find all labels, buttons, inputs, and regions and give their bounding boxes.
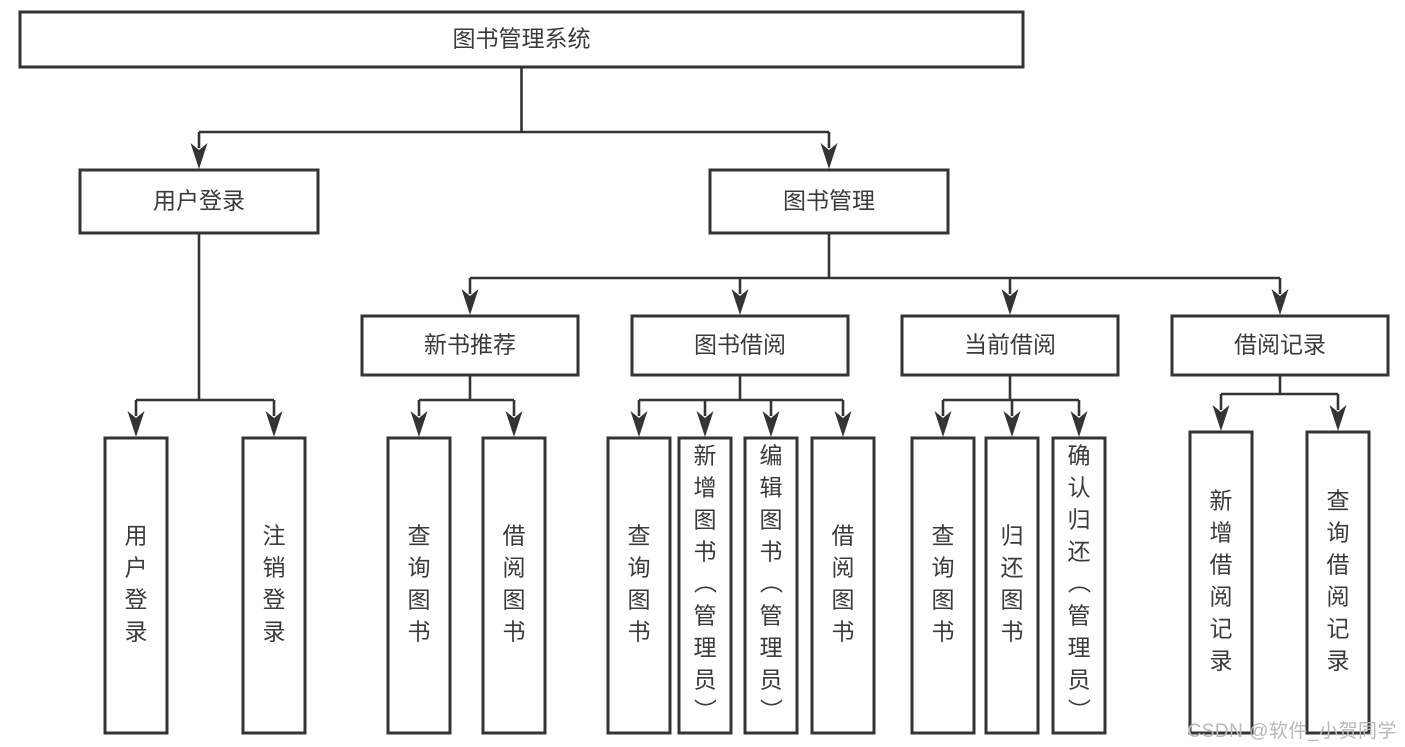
node-box <box>386 436 452 735</box>
node-label: 查询图书 <box>932 523 955 645</box>
node-l3-borrow-record[interactable]: 借阅记录 <box>1170 314 1390 377</box>
node-label: 借阅图书 <box>503 523 526 645</box>
node-leaf-query-book-1[interactable]: 查询图书 <box>386 436 452 735</box>
node-label: 归还图书 <box>1001 523 1024 645</box>
node-box <box>910 436 976 735</box>
arrow-head-icon <box>127 411 145 437</box>
arrow-head-icon <box>1271 289 1289 315</box>
node-label: 新书推荐 <box>424 332 516 358</box>
node-box <box>241 436 307 735</box>
node-root[interactable]: 图书管理系统 <box>18 10 1025 69</box>
node-label: 当前借阅 <box>964 332 1056 358</box>
node-label: 借阅图书 <box>832 523 855 645</box>
arrow-head-icon <box>762 411 780 437</box>
node-layer: 图书管理系统用户登录图书管理新书推荐图书借阅当前借阅借阅记录用户登录注销登录查询… <box>18 10 1390 735</box>
node-label: 图书管理 <box>783 188 875 214</box>
node-leaf-borrow-book-2[interactable]: 借阅图书 <box>810 436 876 735</box>
node-label: 用户登录 <box>153 188 245 214</box>
node-l3-current-borrow[interactable]: 当前借阅 <box>900 314 1120 377</box>
node-leaf-query-book-2[interactable]: 查询图书 <box>606 436 672 735</box>
node-label: 确认归还（管理员） <box>1068 443 1092 725</box>
node-label: 查询借阅记录 <box>1327 488 1350 674</box>
node-label: 新增借阅记录 <box>1210 488 1233 674</box>
node-leaf-user-login[interactable]: 用户登录 <box>103 436 169 735</box>
node-leaf-query-record[interactable]: 查询借阅记录 <box>1305 430 1371 735</box>
connector-layer <box>127 67 1347 437</box>
node-box <box>1188 430 1254 735</box>
node-l3-book-borrow[interactable]: 图书借阅 <box>630 314 850 377</box>
node-label: 新增图书（管理员） <box>694 443 718 725</box>
arrow-head-icon <box>461 289 479 315</box>
node-l3-new-book-rec[interactable]: 新书推荐 <box>360 314 580 377</box>
node-box <box>630 314 850 377</box>
arrow-head-icon <box>1001 289 1019 315</box>
node-box <box>103 436 169 735</box>
node-l2-book-manage[interactable]: 图书管理 <box>708 168 950 235</box>
node-label: 图书借阅 <box>694 332 786 358</box>
node-leaf-edit-book[interactable]: 编辑图书（管理员） <box>743 436 799 735</box>
node-box <box>78 168 320 235</box>
node-box <box>1305 430 1371 735</box>
arrow-head-icon <box>1003 411 1021 437</box>
arrow-head-icon <box>265 411 283 437</box>
arrow-head-icon <box>410 411 428 437</box>
node-label: 用户登录 <box>125 523 148 645</box>
node-box <box>743 436 799 735</box>
arrow-head-icon <box>1070 411 1088 437</box>
arrow-head-icon <box>731 289 749 315</box>
node-leaf-add-book[interactable]: 新增图书（管理员） <box>677 436 733 735</box>
node-box <box>900 314 1120 377</box>
node-label: 图书管理系统 <box>453 26 591 52</box>
node-label: 注销登录 <box>263 523 286 645</box>
node-label: 借阅记录 <box>1234 332 1326 358</box>
arrow-head-icon <box>834 411 852 437</box>
node-label: 查询图书 <box>628 523 651 645</box>
arrow-head-icon <box>696 411 714 437</box>
node-leaf-add-record[interactable]: 新增借阅记录 <box>1188 430 1254 735</box>
node-box <box>708 168 950 235</box>
node-box <box>606 436 672 735</box>
node-box <box>360 314 580 377</box>
arrow-head-icon <box>190 143 208 169</box>
node-label: 编辑图书（管理员） <box>760 443 784 725</box>
arrow-head-icon <box>1212 405 1230 431</box>
node-leaf-return-book[interactable]: 归还图书 <box>984 436 1040 735</box>
node-box <box>677 436 733 735</box>
node-box <box>810 436 876 735</box>
node-leaf-logout[interactable]: 注销登录 <box>241 436 307 735</box>
node-leaf-borrow-book-1[interactable]: 借阅图书 <box>481 436 547 735</box>
node-box <box>1051 436 1107 735</box>
node-box <box>481 436 547 735</box>
arrow-head-icon <box>630 411 648 437</box>
node-box <box>984 436 1040 735</box>
node-leaf-confirm-return[interactable]: 确认归还（管理员） <box>1051 436 1107 735</box>
node-label: 查询图书 <box>408 523 431 645</box>
arrow-head-icon <box>934 411 952 437</box>
node-l2-user-login[interactable]: 用户登录 <box>78 168 320 235</box>
arrow-head-icon <box>1329 405 1347 431</box>
arrow-head-icon <box>505 411 523 437</box>
node-box <box>18 10 1025 69</box>
arrow-head-icon <box>820 143 838 169</box>
node-leaf-query-book-3[interactable]: 查询图书 <box>910 436 976 735</box>
node-box <box>1170 314 1390 377</box>
